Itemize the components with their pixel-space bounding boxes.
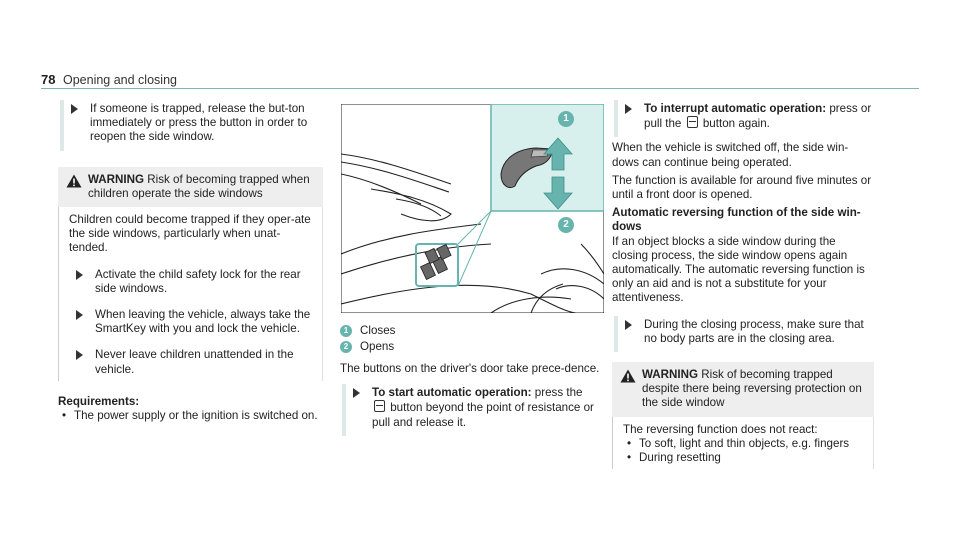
paragraph-five-minutes: The function is available for around fiv… [612,173,872,202]
step-closing-process: During the closing process, make sure th… [618,318,874,346]
step-arrow-icon [71,104,78,114]
page-number: 78 [41,72,56,87]
step-interrupt-automatic: To interrupt automatic operation: press … [618,102,874,131]
legend-item-closes: 1 Closes [340,324,606,340]
warning-title: Risk of becoming trapped when children o… [88,172,310,200]
door-button-illustration: 1 2 [340,103,605,314]
warning-title: Risk of becoming trapped despite there b… [642,368,862,410]
step-arrow-icon [76,310,83,321]
column-left: If someone is trapped, release the but-t… [58,100,323,423]
column-right: To interrupt automatic operation: press … [612,100,874,470]
step-arrow-icon [76,350,83,361]
subheading-reversing: Automatic reversing function of the side… [612,206,861,234]
paragraph-switched-off: When the vehicle is switched off, the si… [612,141,849,169]
warning-bullet: To soft, light and thin objects, e.g. fi… [623,437,865,451]
warning-label: WARNING [642,368,699,382]
warning-bullet: During resetting [623,451,865,465]
warning-box-reversing: WARNING Risk of becoming trapped despite… [612,362,874,470]
warning-label: WARNING [88,172,145,186]
warning-text: The reversing function does not react: [623,422,818,436]
warning-triangle-icon [66,174,82,188]
requirements-label: Requirements: [58,394,140,408]
warning-text: Children could become trapped if they op… [69,213,311,255]
warning-step-3: Never leave children unattended in the v… [69,348,314,376]
window-button-icon [686,116,698,129]
step-trapped: If someone is trapped, release the but-t… [64,102,323,145]
requirements: Requirements: The power supply or the ig… [58,394,323,424]
legend-text: Closes [360,324,396,337]
legend-number: 2 [340,341,352,353]
warning-body: The reversing function does not react: T… [612,416,874,470]
warning-header: WARNING Risk of becoming trapped despite… [612,362,874,417]
header-divider [41,88,919,89]
column-middle: 1 Closes 2 Opens The buttons on the driv… [340,324,606,436]
instruction-block: To interrupt automatic operation: press … [614,100,874,138]
instruction-block: During the closing process, make sure th… [614,315,874,353]
paragraph-reversing: If an object blocks a side window during… [612,234,865,305]
legend-text: Opens [360,340,395,353]
instruction-block: To start automatic operation: press the … [342,384,606,436]
requirement-item: The power supply or the ignition is swit… [58,409,323,423]
warning-step-2: When leaving the vehicle, always take th… [69,308,314,336]
window-button-icon [374,400,385,413]
step-arrow-icon [625,104,632,114]
page-header: 78 Opening and closing [0,0,960,90]
door-precedence-text: The buttons on the driver's door take pr… [340,362,600,375]
warning-box-children: WARNING Risk of becoming trapped when ch… [58,166,323,381]
instruction-block: If someone is trapped, release the but-t… [60,100,323,151]
warning-header: WARNING Risk of becoming trapped when ch… [58,166,323,208]
callout-2: 2 [558,217,574,233]
step-arrow-icon [625,319,632,330]
warning-step-1: Activate the child safety lock for the r… [69,268,314,296]
legend-number: 1 [340,325,352,337]
step-start-automatic: To start automatic operation: press the … [346,386,606,430]
warning-body: Children could become trapped if they op… [58,207,323,381]
callout-1: 1 [558,111,574,127]
step-arrow-icon [353,388,360,399]
warning-triangle-icon [620,369,636,383]
section-title: Opening and closing [63,73,177,87]
legend-item-opens: 2 Opens [340,340,606,356]
step-arrow-icon [76,269,83,280]
